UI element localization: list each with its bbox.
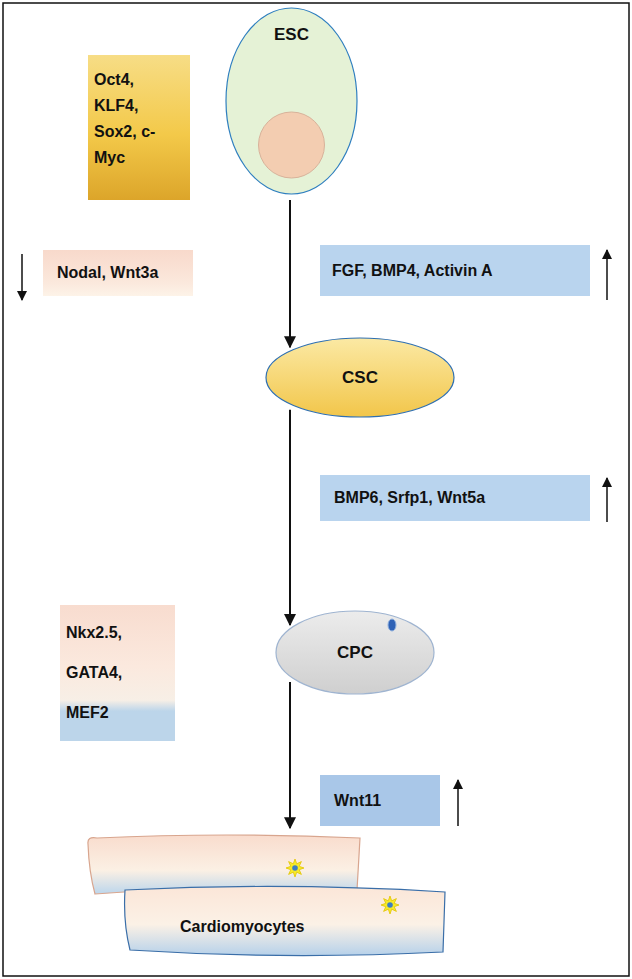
flow-arrow <box>289 682 291 828</box>
node-label: CPC <box>337 643 373 663</box>
star-center <box>387 902 393 908</box>
node-label: Nodal, Wnt3a <box>57 263 158 283</box>
cell-ribbon <box>88 835 360 894</box>
cardiomyocyte-illustration: Cardiomyocytes <box>85 832 450 962</box>
signal-box: Nodal, Wnt3a <box>43 250 193 296</box>
node-label: FGF, BMP4, Activin A <box>332 261 493 281</box>
ellipse-outline <box>226 8 357 194</box>
up-arrow <box>606 250 608 300</box>
star-center <box>292 865 298 871</box>
cell-ellipse: ESC <box>225 7 358 195</box>
node-label: Cardiomyocytes <box>180 918 305 936</box>
flow-arrow <box>289 410 291 625</box>
flow-arrow <box>289 200 291 347</box>
ellipse-outline <box>266 338 454 417</box>
ellipse-outline <box>276 611 434 694</box>
star-icon <box>286 859 304 877</box>
signal-box: FGF, BMP4, Activin A <box>320 245 590 296</box>
signal-box: Wnt11 <box>320 775 440 826</box>
cell-ellipse: CPC <box>275 610 435 695</box>
signal-box: BMP6, Srfp1, Wnt5a <box>320 475 590 521</box>
up-arrow <box>457 780 459 826</box>
node-label: CSC <box>342 368 378 388</box>
node-shape <box>85 832 450 962</box>
up-arrow <box>606 478 608 522</box>
node-label: Nkx2.5, GATA4, MEF2 <box>66 613 147 733</box>
cell-ellipse: CSC <box>265 337 455 418</box>
node-label: Wnt11 <box>334 791 381 811</box>
node-label: ESC <box>274 25 309 45</box>
factor-box: Oct4, KLF4, Sox2, c-Myc <box>88 55 190 200</box>
organelle-dot <box>388 619 396 631</box>
node-label: Oct4, KLF4, Sox2, c-Myc <box>94 67 166 171</box>
star-icon <box>381 896 399 914</box>
cell-ribbon <box>125 886 445 955</box>
factor-box: Nkx2.5, GATA4, MEF2 <box>60 605 175 741</box>
node-label: BMP6, Srfp1, Wnt5a <box>334 488 485 508</box>
nucleus <box>259 112 325 178</box>
outer-frame <box>3 3 629 976</box>
down-arrow <box>21 254 23 300</box>
